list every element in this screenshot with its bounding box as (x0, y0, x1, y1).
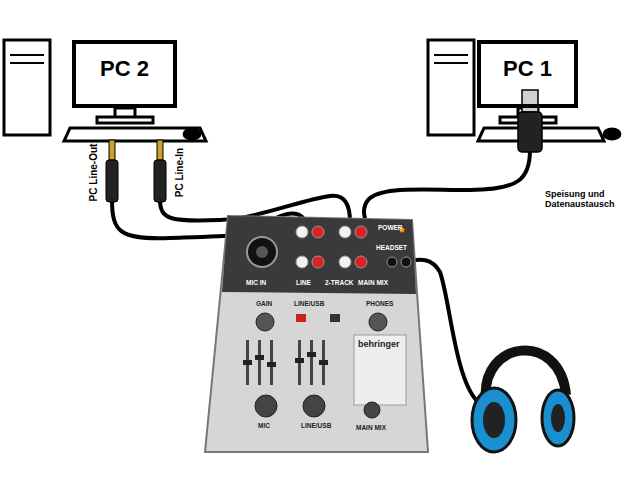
computer-monitor: PC 1 (477, 40, 578, 108)
headset (472, 350, 574, 452)
mixer-marking: MIC (258, 422, 270, 429)
plug-label: PC Line-In (174, 147, 185, 196)
mixer-marking: MIC IN (246, 279, 266, 286)
mixer-marking: MAIN MIX (358, 279, 388, 286)
cable-note: Speisung und Datenaustausch (545, 190, 635, 210)
jack-plugs (106, 140, 166, 202)
mixer-marking: LINE/USB (301, 422, 331, 429)
usb-plug (518, 90, 542, 152)
mixer-marking: GAIN (256, 300, 272, 307)
monitor-label: PC 2 (100, 56, 149, 82)
mixer-marking: PHONES (366, 300, 393, 307)
monitor-label: PC 1 (503, 56, 552, 82)
mixer (205, 216, 428, 452)
plug-label: PC Line-Out (89, 143, 100, 201)
mixer-marking: behringer (358, 340, 400, 350)
mixer-marking: LINE/USB (294, 300, 324, 307)
mixer-marking: 2-TRACK (325, 279, 354, 286)
pc2-computer (4, 40, 206, 141)
mixer-marking: MAIN MIX (356, 424, 386, 431)
mixer-marking: HEADSET (376, 244, 407, 251)
mixer-marking: POWER (378, 224, 403, 231)
mixer-marking: LINE (296, 279, 311, 286)
computer-monitor: PC 2 (72, 40, 177, 108)
